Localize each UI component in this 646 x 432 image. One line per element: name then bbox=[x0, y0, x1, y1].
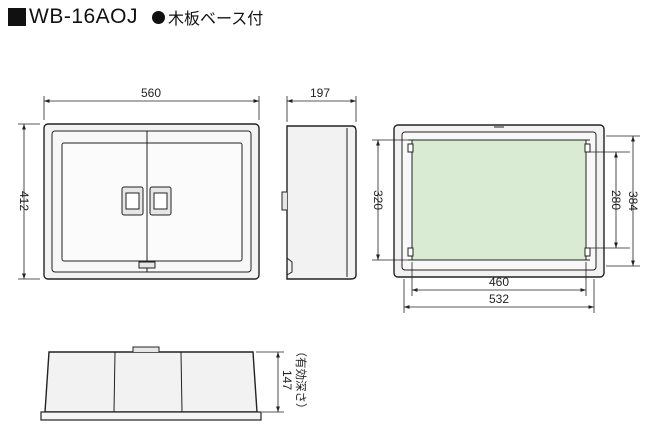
bottom-rib-2 bbox=[180, 351, 183, 413]
front-view bbox=[43, 123, 260, 280]
side-depth-label: 197 bbox=[310, 86, 330, 100]
bottom-dimensions: 147 （有効深さ） bbox=[256, 346, 308, 415]
side-dimensions: 197 bbox=[286, 86, 357, 122]
front-latch bbox=[138, 261, 156, 269]
feature-note: 木板ベース付 bbox=[168, 11, 264, 28]
mounting-board bbox=[411, 139, 587, 261]
side-case-outline bbox=[286, 125, 357, 280]
mounting-dimensions: 320 280 384 460 532 bbox=[371, 135, 640, 313]
outer-height-label: 384 bbox=[626, 191, 640, 211]
square-bullet-icon bbox=[8, 8, 26, 26]
bottom-depth-label: 147 bbox=[280, 370, 294, 390]
inner-width-label: 460 bbox=[489, 275, 509, 289]
side-base-notch bbox=[286, 257, 293, 276]
board-clip-br bbox=[584, 247, 591, 257]
bottom-case-outline bbox=[44, 351, 258, 413]
model-number: WB-16AOJ bbox=[29, 5, 139, 28]
bottom-view bbox=[40, 346, 262, 421]
board-clip-bl bbox=[407, 247, 414, 257]
circle-bullet-icon bbox=[152, 10, 166, 24]
diagram-title: WB-16AOJ 木板ベース付 bbox=[8, 4, 263, 30]
right-handle-inner bbox=[153, 192, 168, 210]
front-dimensions: 560 412 bbox=[17, 86, 260, 280]
left-handle-inner bbox=[125, 192, 140, 210]
bottom-rib-1 bbox=[113, 351, 116, 413]
board-height-label: 280 bbox=[609, 190, 623, 210]
outer-width-label: 532 bbox=[489, 292, 509, 306]
mounting-view bbox=[393, 124, 605, 278]
side-view bbox=[281, 125, 357, 280]
front-height-label: 412 bbox=[17, 191, 31, 211]
board-clip-tl bbox=[407, 143, 414, 153]
front-width-label: 560 bbox=[141, 86, 161, 100]
side-hinge bbox=[281, 191, 287, 211]
bottom-base-plate bbox=[40, 411, 262, 421]
bottom-latch bbox=[132, 346, 160, 352]
bottom-depth-note: （有効深さ） bbox=[294, 346, 308, 415]
board-clip-tr bbox=[584, 143, 591, 153]
inner-height-label: 320 bbox=[371, 190, 385, 210]
